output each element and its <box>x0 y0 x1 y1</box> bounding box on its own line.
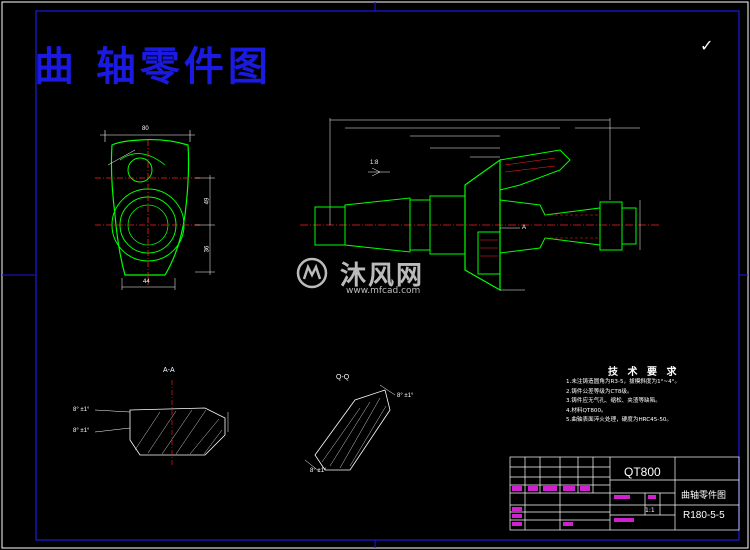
section-marker: A <box>522 225 527 231</box>
dim-height-a: 49 <box>204 197 211 205</box>
dim-height-b: 36 <box>204 245 211 253</box>
tech-requirement-item: 4.材料QT800。 <box>566 407 607 414</box>
tech-requirements-heading: 技 术 要 求 <box>608 367 680 378</box>
tech-requirements-list: 1.未注铸造圆角为R3-5，拔模斜度为1°~4°。 2.铸件公差等级为CT8级。… <box>566 378 680 426</box>
dim-angle-d: 8° ±1° <box>310 468 327 474</box>
tech-requirement-item: 5.曲轴表面淬火处理，硬度为HRC45-50。 <box>566 417 673 424</box>
main-view <box>300 118 660 292</box>
tech-requirement-item: 1.未注铸造圆角为R3-5，拔模斜度为1°~4°。 <box>566 379 681 385</box>
dim-bottom: 44 <box>143 279 150 285</box>
tech-requirement-item: 3.铸件应无气孔、缩松、夹渣等缺陷。 <box>566 398 661 405</box>
title-block <box>509 456 740 531</box>
dim-angle-b: 8° ±1° <box>73 428 90 434</box>
section-a-view <box>94 380 229 465</box>
watermark-logo-icon <box>296 257 328 289</box>
end-view <box>95 130 215 290</box>
dim-top-width: 80 <box>142 126 149 132</box>
dim-angle-c: 8° ±1° <box>397 393 414 399</box>
section-q-label: Q-Q <box>336 374 350 381</box>
title-block-material: QT800 <box>624 465 661 479</box>
tech-requirement-item: 2.铸件公差等级为CT8级。 <box>566 388 633 395</box>
dim-taper: 1:8 <box>370 160 379 166</box>
title-block-scale: 1:1 <box>645 507 655 514</box>
check-mark-icon: ✓ <box>700 36 714 55</box>
title-block-part-name: 曲轴零件图 <box>681 491 727 501</box>
section-q-view <box>304 384 396 473</box>
title-block-magenta-cells <box>512 486 656 526</box>
watermark-url: www.mfcad.com <box>346 286 421 296</box>
section-a-label: A-A <box>163 367 175 374</box>
drawing-title: 曲 轴零件图 <box>34 44 272 90</box>
watermark-text: 沐风网 <box>340 261 425 291</box>
title-block-drawing-code: R180-5-5 <box>683 510 725 521</box>
dim-angle-a: 8° ±1° <box>73 407 90 413</box>
